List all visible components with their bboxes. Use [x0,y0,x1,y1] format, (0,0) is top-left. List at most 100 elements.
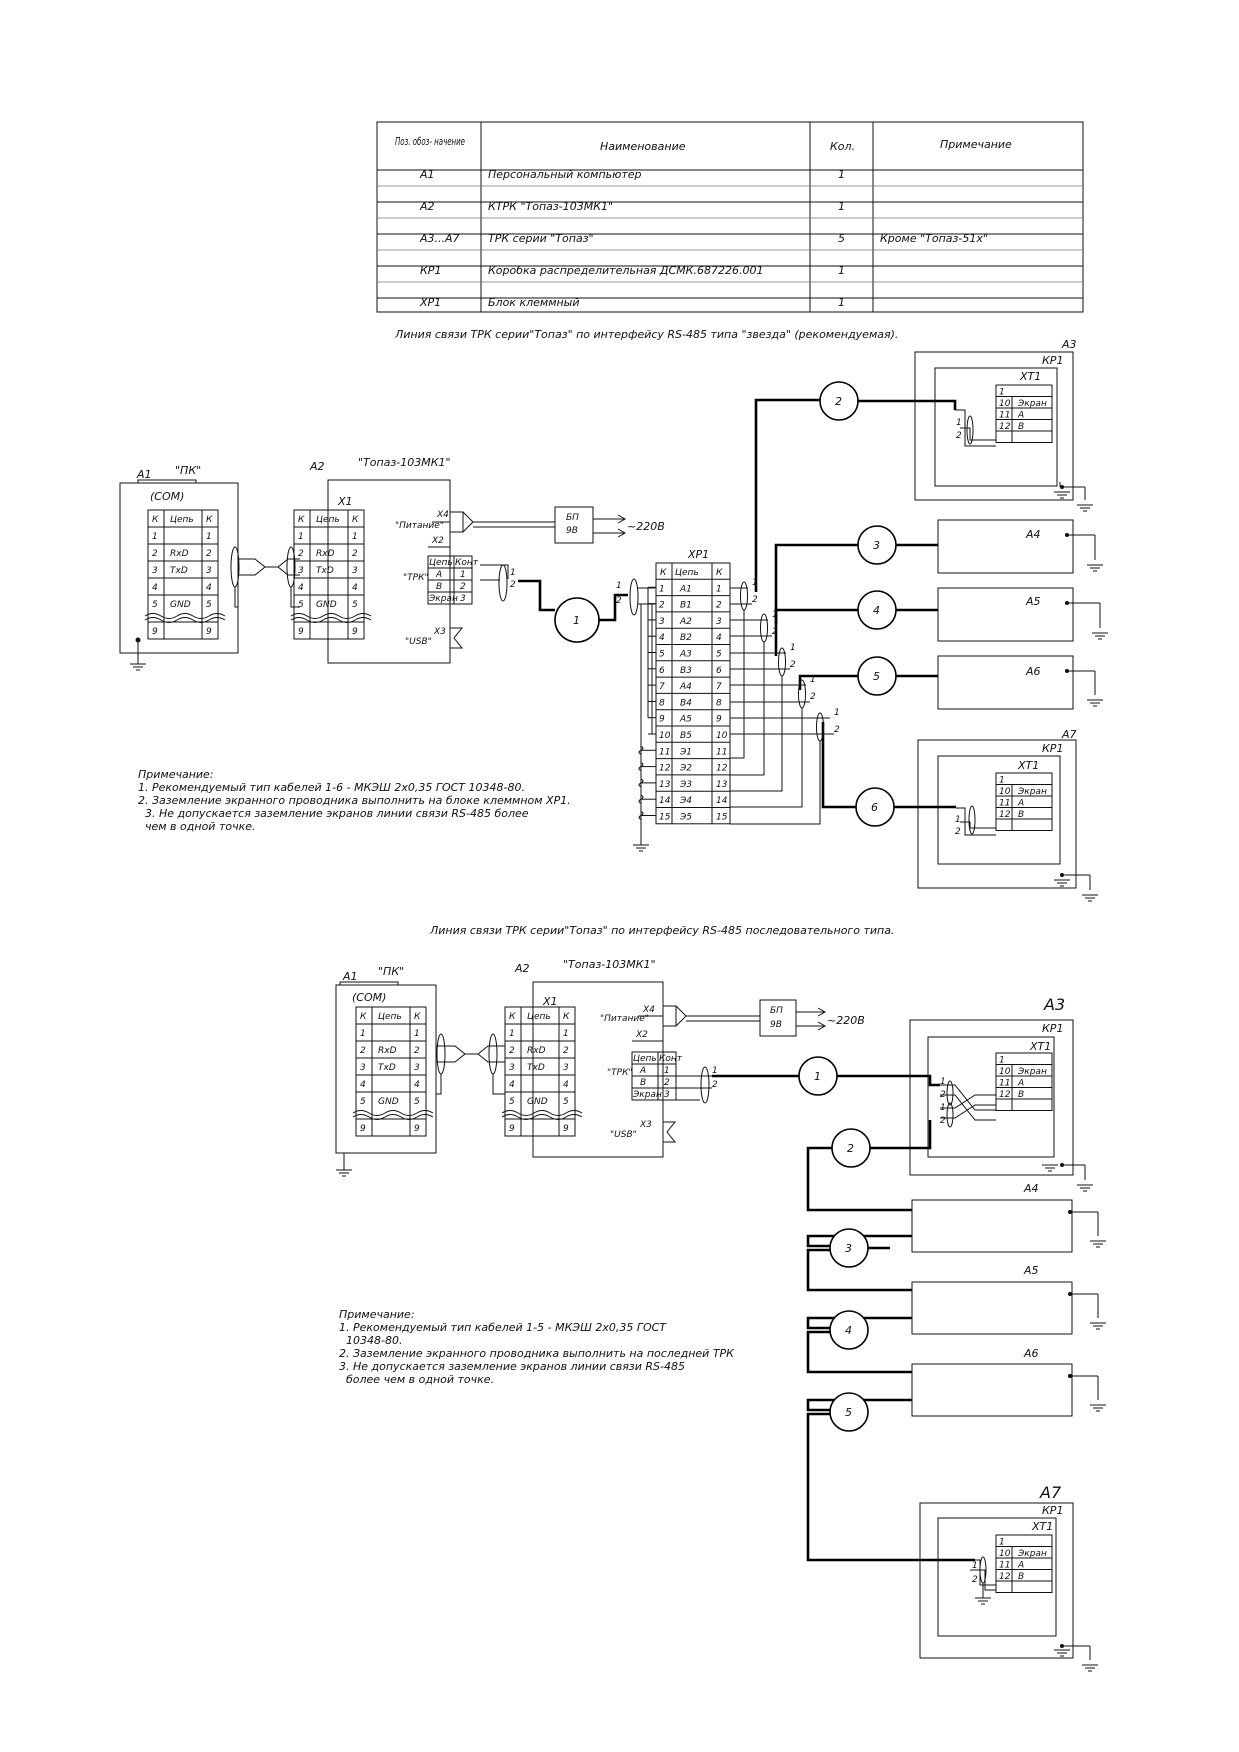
xt-pin: 12 [999,1572,1011,1582]
serial-a1-label: A1 [342,970,358,983]
xp1-signal: Э4 [679,796,692,806]
xt-pin: 1 [999,1538,1005,1548]
xp1-signal: Э1 [679,747,692,757]
xp1-pin: 7 [716,682,722,692]
wire-num: 1 [956,418,962,428]
xt-pin: 10 [999,1549,1011,1559]
pin-num: 1 [414,1029,420,1039]
k-header: К [298,515,305,525]
pin-num: 1 [352,532,358,542]
xp1-pin: 5 [659,650,665,660]
star-bp-label: БП [566,513,579,523]
xp1-pin: 10 [659,731,671,741]
xp1-signal: Э2 [679,764,692,774]
serial-note-line: более чем в одной точке. [346,1373,494,1386]
wire-num: 1 [940,1103,946,1113]
pin-signal: GND [527,1097,548,1107]
star-cable-3-num: 3 [873,539,880,552]
serial-note-line: 1. Рекомендуемый тип кабелей 1-5 - МКЭШ … [339,1321,667,1334]
xt-signal: Экран [1017,1067,1047,1077]
xp1-pin: 4 [659,633,665,643]
pin-num: 3 [152,566,158,576]
pin-num: 9 [414,1124,420,1134]
serial-cable-3: 3 [829,1228,869,1268]
serial-x1-label: Х1 [542,995,558,1008]
serial-note-line: Примечание: [339,1308,415,1321]
cep-header: Цепь [170,515,194,525]
serial-cable-4: 4 [829,1310,869,1350]
xp1-pin: 5 [716,650,722,660]
star-cable-5: 5 [857,656,897,696]
pin-signal: TxD [378,1063,396,1073]
dispenser-a7-label: A7 [1039,1483,1062,1502]
pin-num: 4 [152,583,158,593]
star-com-label: (COM) [150,490,184,503]
star-cable1-w2: 2 [510,580,516,590]
pin-num: 1 [563,1029,569,1039]
wire-num: 2 [712,1080,718,1090]
wire-num: 2 [956,431,962,441]
k-header: К [352,515,359,525]
trk-pin: 1 [460,570,466,580]
trk-pin: 3 [664,1090,670,1100]
serial-usb-label: "USB" [610,1130,637,1140]
xp1-signal: A5 [679,715,692,725]
xt-signal: B [1018,810,1024,820]
kr1-label: КР1 [1042,742,1063,755]
k-header: К [414,1012,421,1022]
pin-num: 9 [298,627,304,637]
pin-num: 5 [414,1097,420,1107]
spec-header-name: Наименование [600,140,686,153]
xt-pin: 11 [999,1561,1010,1571]
pin-num: 9 [352,627,358,637]
trk-pin: 2 [664,1078,670,1088]
star-note-line: 2. Заземление экранного проводника выпол… [138,794,571,807]
pin-signal: TxD [527,1063,545,1073]
serial-caption: Линия связи ТРК серии"Топаз" по интерфей… [429,924,894,937]
star-x3-label: Х3 [433,627,446,637]
pin-num: 4 [414,1080,420,1090]
pin-num: 1 [509,1029,515,1039]
ground-icon [1042,1164,1058,1172]
spec-cell-pos: A1 [419,168,435,181]
pin-num: 3 [414,1063,420,1073]
xp1-pin: 15 [716,813,728,823]
cep-header: Цепь [675,568,699,578]
xp1-pin: 3 [659,617,665,627]
wire-num: 2 [834,725,840,735]
wire-num: 1 [790,643,796,653]
spec-cell-qty: 1 [838,264,845,277]
xp1-pin: 12 [716,764,728,774]
pin-num: 5 [563,1097,569,1107]
xp1-pin: 15 [659,813,671,823]
pin-num: 2 [152,549,158,559]
star-power-supply: БП 9В ~220В [473,506,665,544]
k-header: К [716,568,723,578]
star-trk-label: "ТРК" [403,573,429,583]
star-rs232-cable [230,546,300,608]
serial-cable-4-num: 4 [845,1324,852,1337]
ground-icon [1092,632,1108,640]
dispenser-a6-label: A6 [1025,665,1041,678]
spec-cell-note: Кроме "Топаз-51х" [880,232,988,245]
trk-pin: 1 [664,1066,670,1076]
pin-signal: GND [170,600,191,610]
star-note-line: чем в одной точке. [145,820,256,833]
spec-cell-name: ТРК серии "Топаз" [488,232,594,245]
ground-icon [633,844,649,852]
serial-cable-1-num: 1 [814,1070,821,1083]
xp1-pin: 1 [716,584,722,594]
xp1-pin: 14 [659,796,671,806]
star-cable-2-num: 2 [835,395,842,408]
xp1-pin: 13 [659,780,671,790]
serial-cable-5: 5 [829,1392,869,1432]
xt-pin: 1 [999,388,1005,398]
star-x2-label: Х2 [431,536,444,546]
pin-signal: TxD [170,566,188,576]
pin-num: 3 [206,566,212,576]
